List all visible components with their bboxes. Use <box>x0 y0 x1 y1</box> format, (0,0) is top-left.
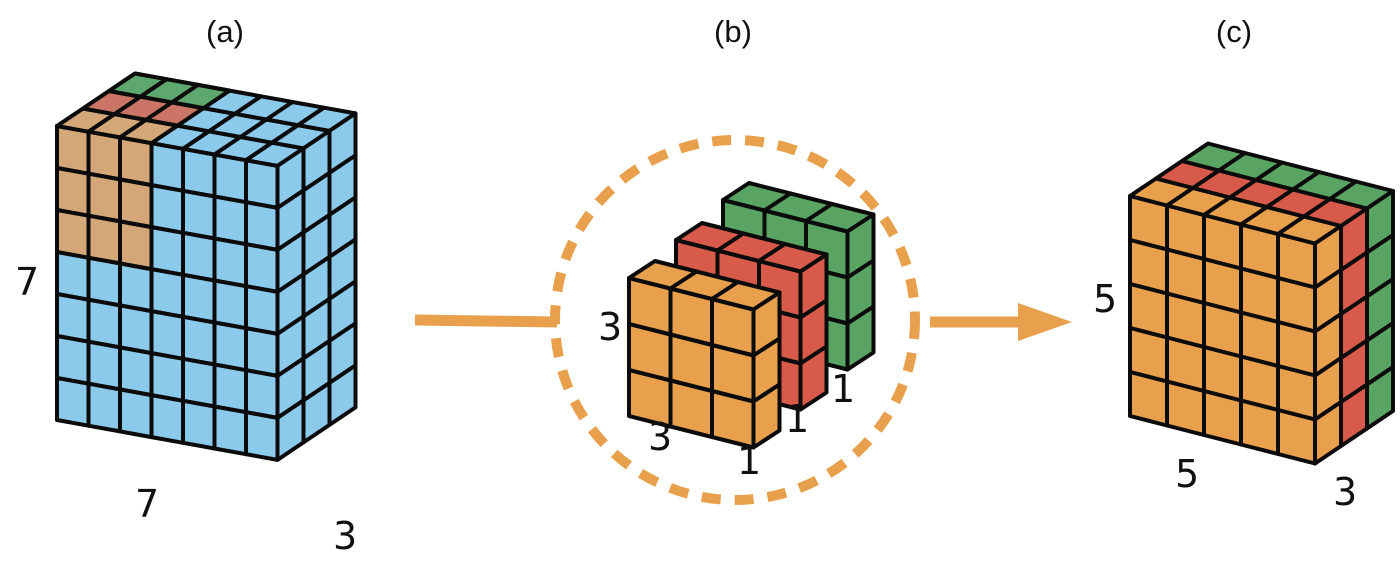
front-face-cell <box>149 225 185 277</box>
front-face-cell <box>181 272 217 325</box>
panel-c-width-label: 5 <box>1175 452 1199 496</box>
front-face-cell <box>244 284 280 336</box>
front-face-cell <box>149 267 185 319</box>
front-face-cell <box>212 320 248 373</box>
front-face-cell <box>55 376 91 428</box>
side-face-cell <box>327 363 358 427</box>
front-face-cell <box>86 255 122 308</box>
front-face-cell <box>668 378 714 439</box>
panel-b-width-label: 3 <box>648 415 672 459</box>
panel-a-width-label: 7 <box>135 482 159 526</box>
front-face-cell <box>149 183 185 235</box>
side-face-cell <box>751 382 782 450</box>
front-face-cell <box>212 152 248 205</box>
front-face-cell <box>181 314 217 367</box>
panel-c-height-label: 5 <box>1093 277 1117 321</box>
front-face-cell <box>149 351 185 403</box>
front-face-cell <box>86 339 122 392</box>
front-face-cell <box>212 236 248 289</box>
panel-b-depth-label-red: 1 <box>785 397 809 441</box>
front-face-cell <box>118 387 154 440</box>
overlay-front-cell <box>55 124 91 176</box>
overlay-front-cell <box>86 171 122 224</box>
panel-a-label: (a) <box>206 14 244 49</box>
front-face-cell <box>149 393 185 445</box>
front-face-cell <box>86 297 122 350</box>
front-face-cell <box>1165 379 1206 437</box>
front-face-cell <box>55 250 91 302</box>
overlay-front-cell <box>86 213 122 266</box>
panel-a-depth-label: 3 <box>333 514 357 558</box>
overlay-front-cell <box>86 129 122 182</box>
front-face-cell <box>118 261 154 314</box>
kernel-dashed-circle <box>550 135 920 505</box>
side-face-cell <box>798 344 829 412</box>
arrow-b-to-c <box>930 303 1072 341</box>
front-face-cell <box>55 292 91 344</box>
front-face-cell <box>1276 408 1317 466</box>
panel-b-depth-label-green: 1 <box>831 367 855 411</box>
front-face-cell <box>118 303 154 356</box>
panel-a-height-label: 7 <box>15 260 39 304</box>
front-face-cell <box>181 398 217 451</box>
overlay-front-cell <box>118 177 154 230</box>
panel-c-label: (c) <box>1216 14 1252 49</box>
front-face-cell <box>244 368 280 420</box>
front-face-cell <box>149 309 185 361</box>
panel-b-depth-label-orange: 1 <box>737 439 761 483</box>
panel-b-height-label: 3 <box>598 305 622 349</box>
side-face-cell <box>845 304 876 372</box>
front-face-cell <box>181 188 217 241</box>
front-face-cell <box>181 230 217 283</box>
front-face-cell <box>244 326 280 378</box>
panel-c-depth-label: 3 <box>1333 470 1357 514</box>
output-volume-5x5x3 <box>1128 141 1395 466</box>
arrow-line-a-to-b <box>414 314 558 328</box>
front-face-cell <box>212 278 248 331</box>
front-face-cell <box>244 200 280 252</box>
front-face-cell <box>149 141 185 193</box>
kernel-orange-3x3x1 <box>627 259 782 450</box>
front-face-cell <box>118 345 154 398</box>
front-face-cell <box>1202 389 1243 447</box>
kernel-overlay-3x3x3 <box>55 71 232 272</box>
front-face-cell <box>212 404 248 457</box>
front-face-cell <box>86 381 122 434</box>
overlay-front-cell <box>55 166 91 218</box>
front-face-cell <box>244 242 280 294</box>
front-face-cell <box>1128 370 1169 428</box>
front-face-cell <box>212 362 248 415</box>
panel-b-label: (b) <box>714 14 752 49</box>
overlay-top-cell <box>170 82 232 111</box>
front-face-cell <box>181 146 217 199</box>
overlay-front-cell <box>118 219 154 272</box>
front-face-cell <box>1239 398 1280 456</box>
front-face-cell <box>181 356 217 409</box>
overlay-front-cell <box>118 135 154 188</box>
front-face-cell <box>244 158 280 210</box>
front-face-cell <box>55 334 91 386</box>
front-face-cell <box>212 194 248 247</box>
side-face-cell <box>1365 365 1395 431</box>
overlay-front-cell <box>55 208 91 260</box>
front-face-cell <box>244 410 280 462</box>
